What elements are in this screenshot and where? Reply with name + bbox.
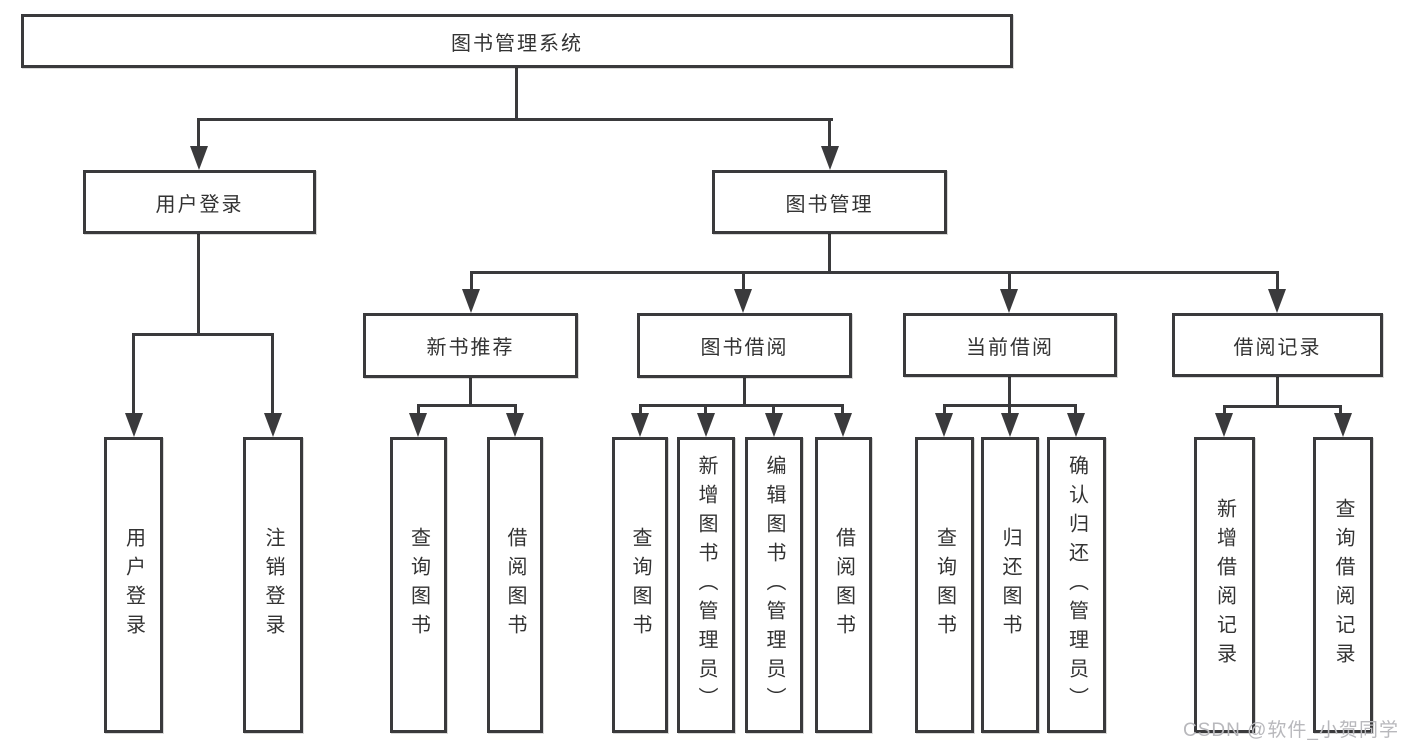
connector-line <box>1276 377 1279 408</box>
connector-line <box>639 404 642 415</box>
connector-arrow <box>1215 413 1233 437</box>
leaf-borrow-books-recommend: 借阅图书 <box>487 437 543 733</box>
leaf-logout: 注销登录 <box>243 437 303 733</box>
connector-line <box>943 404 946 415</box>
connector-line <box>1276 271 1279 291</box>
leaf-label: 查询图书 <box>407 527 430 643</box>
connector-arrow <box>821 146 839 170</box>
leaf-query-books-recommend: 查询图书 <box>390 437 447 733</box>
connector-line <box>704 404 707 415</box>
connector-line <box>1008 271 1011 291</box>
connector-line <box>514 404 517 415</box>
connector-arrow <box>409 413 427 437</box>
connector-arrow <box>935 413 953 437</box>
connector-arrow <box>734 289 752 313</box>
connector-arrow <box>462 289 480 313</box>
connector-line <box>515 68 518 121</box>
leaf-label: 查询图书 <box>629 527 651 643</box>
connector-line <box>417 404 420 415</box>
connector-line <box>197 118 200 152</box>
connector-line <box>742 271 745 291</box>
leaf-label: 用户登录 <box>122 527 145 643</box>
connector-arrow <box>834 413 852 437</box>
leaf-user-login: 用户登录 <box>104 437 163 733</box>
leaf-label: 借阅图书 <box>504 527 526 643</box>
node-book-borrowing: 图书借阅 <box>637 313 852 378</box>
connector-line <box>1008 377 1011 407</box>
connector-arrow <box>264 413 282 437</box>
leaf-label: 编辑图书（管理员） <box>763 454 785 716</box>
node-book-management: 图书管理 <box>712 170 947 234</box>
connector-arrow <box>765 413 783 437</box>
connector-arrow <box>125 413 143 437</box>
connector-line <box>197 234 200 336</box>
connector-arrow <box>1334 413 1352 437</box>
leaf-label: 注销登录 <box>262 527 284 643</box>
leaf-query-books-borrowing: 查询图书 <box>612 437 668 733</box>
leaf-edit-book-admin: 编辑图书（管理员） <box>745 437 803 733</box>
connector-line <box>470 271 473 291</box>
node-borrowing-records: 借阅记录 <box>1172 313 1383 377</box>
connector-line <box>828 234 831 274</box>
connector-line <box>841 404 844 415</box>
connector-arrow <box>631 413 649 437</box>
connector-line <box>1223 405 1342 408</box>
connector-arrow <box>506 413 524 437</box>
connector-arrow <box>1268 289 1286 313</box>
node-label: 当前借阅 <box>966 336 1054 359</box>
leaf-query-books-current: 查询图书 <box>915 437 974 733</box>
node-label: 图书管理 <box>785 193 874 216</box>
connector-line <box>132 333 135 415</box>
leaf-label: 确认归还（管理员） <box>1065 454 1088 716</box>
connector-line <box>417 404 517 407</box>
leaf-add-book-admin: 新增图书（管理员） <box>677 437 735 733</box>
node-label: 用户登录 <box>155 193 244 216</box>
connector-line <box>1339 405 1342 415</box>
connector-line <box>132 333 274 336</box>
leaf-label: 新增借阅记录 <box>1213 498 1236 672</box>
leaf-label: 新增图书（管理员） <box>695 454 717 716</box>
leaf-label: 归还图书 <box>999 527 1021 643</box>
leaf-label: 查询图书 <box>933 527 956 643</box>
connector-arrow <box>1001 413 1019 437</box>
connector-line <box>1008 404 1011 415</box>
leaf-label: 借阅图书 <box>832 527 855 643</box>
connector-line <box>772 404 775 415</box>
leaf-label: 查询借阅记录 <box>1332 498 1354 672</box>
node-user-login: 用户登录 <box>83 170 316 234</box>
leaf-query-borrow-record: 查询借阅记录 <box>1313 437 1373 733</box>
connector-line <box>469 378 472 407</box>
connector-line <box>743 378 746 407</box>
connector-line <box>1074 404 1077 415</box>
connector-arrow <box>1067 413 1085 437</box>
connector-line <box>470 271 1279 274</box>
connector-arrow <box>697 413 715 437</box>
connector-line <box>1223 405 1226 415</box>
node-current-borrowing: 当前借阅 <box>903 313 1117 377</box>
node-new-book-recommendation: 新书推荐 <box>363 313 578 378</box>
node-label: 新书推荐 <box>426 337 515 359</box>
connector-line <box>828 118 831 152</box>
leaf-confirm-return-admin: 确认归还（管理员） <box>1047 437 1106 733</box>
connector-arrow <box>1000 289 1018 313</box>
node-label: 图书管理系统 <box>451 32 583 55</box>
node-label: 借阅记录 <box>1233 336 1322 359</box>
connector-line <box>639 404 844 407</box>
csdn-watermark: CSDN @软件_小贺同学 <box>1183 720 1399 741</box>
leaf-return-books: 归还图书 <box>981 437 1039 733</box>
node-library-management-system: 图书管理系统 <box>21 14 1013 68</box>
connector-line <box>197 118 833 121</box>
connector-line <box>271 333 274 415</box>
leaf-borrow-books-borrowing: 借阅图书 <box>815 437 872 733</box>
leaf-add-borrow-record: 新增借阅记录 <box>1194 437 1255 733</box>
node-label: 图书借阅 <box>700 337 789 359</box>
connector-arrow <box>190 146 208 170</box>
